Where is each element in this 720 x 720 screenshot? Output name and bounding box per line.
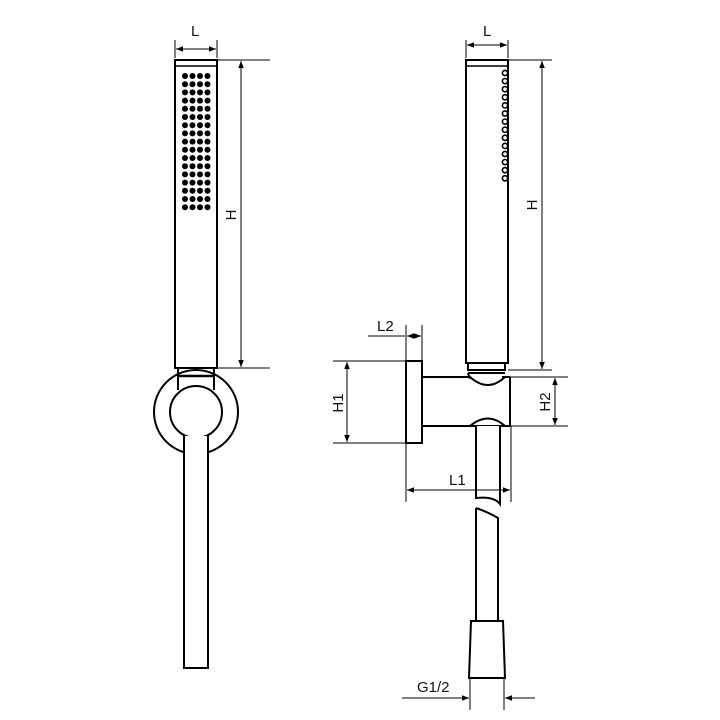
- hose-lower: [475, 507, 499, 621]
- wall-flange: [405, 360, 423, 444]
- shower-handle-body: [174, 59, 218, 369]
- spray-nozzle-grid: [182, 73, 211, 211]
- holder-height-label: H2: [537, 392, 554, 411]
- side-width-label: L: [483, 23, 491, 40]
- holder-length-label: L1: [449, 472, 466, 489]
- front-width-label: L: [191, 23, 199, 40]
- thread-size-label: G1/2: [417, 679, 450, 696]
- flange-depth-label: L2: [377, 318, 394, 335]
- holder-upper-cup: [467, 372, 506, 386]
- side-height-label: H: [524, 200, 541, 211]
- bracket-knob: [169, 385, 223, 439]
- holder-lower-cup: [467, 417, 508, 427]
- side-nozzle-column: [501, 69, 509, 182]
- front-view: [153, 40, 270, 669]
- front-height-label: H: [223, 210, 240, 221]
- side-handle-body: [465, 59, 509, 364]
- hose: [183, 436, 209, 669]
- flange-height-label: H1: [330, 393, 347, 412]
- hose-nut: [467, 620, 507, 679]
- side-view: [333, 40, 568, 710]
- hose-upper: [475, 426, 501, 507]
